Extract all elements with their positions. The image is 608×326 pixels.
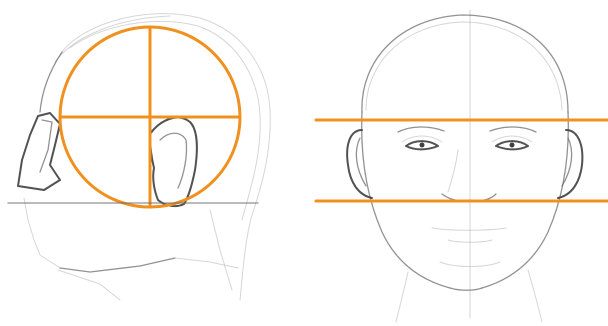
side-view-head [8,14,270,300]
nose-bridge [448,150,458,192]
ear-inner [160,133,187,188]
chin-outline [450,288,482,290]
jaw-back [175,258,238,268]
neck-front [58,270,120,300]
neck-right [528,270,542,322]
ear-form [150,118,197,207]
jaw-line-sketch [24,198,60,268]
skull-outline-faint [55,16,170,62]
mouth-line [432,228,506,230]
forehead-profile [40,52,62,112]
right-pupil [510,143,515,148]
neck-left [396,272,408,322]
brow-nose-form [18,113,60,190]
cranium-outline [362,15,568,112]
left-pupil [420,143,425,148]
chin-profile [60,258,175,272]
cranium-outline-faint [366,22,562,110]
neck-back [210,210,232,290]
left-eyebrow [398,127,444,132]
front-view-head [316,10,608,322]
left-ear-inner [356,138,366,186]
right-eyebrow [490,127,536,132]
